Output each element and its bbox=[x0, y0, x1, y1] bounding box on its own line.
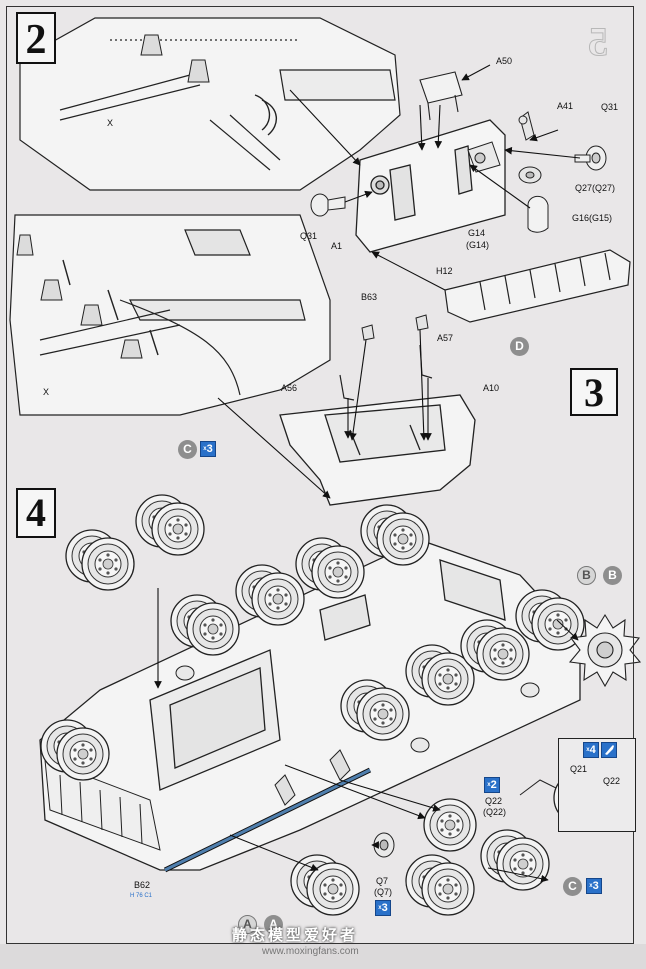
assembly-arrows-step2 bbox=[217, 64, 581, 499]
label-b63: B63 bbox=[361, 292, 378, 302]
hub-q7 bbox=[373, 832, 395, 858]
label-a41: A41 bbox=[557, 101, 574, 111]
label-a1: A1 bbox=[331, 241, 343, 251]
badge-c-top: C bbox=[178, 440, 197, 459]
step-number-4: 4 bbox=[16, 488, 56, 538]
badge-a-outline: A bbox=[238, 915, 257, 934]
step2-hull-upper bbox=[19, 17, 401, 191]
label-g15-paren: (G15) bbox=[589, 213, 613, 223]
step4-hull bbox=[39, 539, 581, 871]
label-q27: Q27(Q27) bbox=[575, 183, 615, 193]
rear-plate-a1 bbox=[355, 119, 506, 253]
badge-b-outline: B bbox=[577, 566, 596, 585]
watermark-site-name: 静态模型爱好者 bbox=[232, 927, 359, 944]
inset-pointer bbox=[519, 779, 561, 796]
step-number-3: 3 bbox=[570, 368, 618, 416]
label-g14-paren: (G14) bbox=[466, 240, 490, 250]
label-x-lower: X bbox=[43, 387, 50, 397]
badge-c-top-count: x3 bbox=[200, 441, 216, 457]
count-value: 3 bbox=[206, 443, 213, 455]
count-value: 2 bbox=[490, 779, 497, 791]
part-a57-a56 bbox=[339, 344, 433, 401]
badge-a-solid: A bbox=[264, 915, 283, 934]
step-number-2: 2 bbox=[16, 12, 56, 64]
label-a50: A50 bbox=[496, 56, 513, 66]
count-prefix: x bbox=[589, 883, 593, 889]
part-a50 bbox=[419, 71, 463, 121]
label-q27-main: Q27 bbox=[575, 183, 593, 193]
badge-inset-count: x4 bbox=[583, 742, 599, 758]
label-g16: G16(G15) bbox=[572, 213, 612, 223]
part-b63 bbox=[361, 314, 429, 341]
torsion-stubs bbox=[274, 749, 351, 806]
label-g14: G14 bbox=[468, 228, 486, 238]
label-q7-paren: (Q7) bbox=[374, 887, 392, 897]
glue-icon bbox=[601, 742, 617, 758]
label-q31-right: Q31 bbox=[601, 102, 619, 112]
badge-q7-count: x3 bbox=[375, 900, 391, 916]
label-x-upper: X bbox=[107, 118, 114, 128]
label-a10: A10 bbox=[483, 383, 500, 393]
assembly-arrows-step4 bbox=[154, 588, 579, 883]
label-g16-main: G16 bbox=[572, 213, 590, 223]
label-q7: Q7 bbox=[376, 876, 389, 886]
count-prefix: x bbox=[487, 782, 491, 788]
suspension-mounts bbox=[16, 34, 210, 359]
badge-c-bottom-count: x3 bbox=[586, 878, 602, 894]
badge-d: D bbox=[510, 337, 529, 356]
label-b62: B62 bbox=[134, 880, 151, 890]
part-g16 bbox=[527, 195, 549, 233]
part-q27 bbox=[518, 166, 542, 184]
badge-c-bottom: C bbox=[563, 877, 582, 896]
label-q31-left: Q31 bbox=[300, 231, 318, 241]
return-rollers bbox=[175, 665, 540, 753]
label-q22-paren: (Q22) bbox=[483, 807, 507, 817]
inset-detail-box bbox=[558, 738, 636, 832]
count-value: 3 bbox=[592, 880, 599, 892]
badge-b-solid: B bbox=[603, 566, 622, 585]
label-q22: Q22 bbox=[485, 796, 503, 806]
step2-hull-lower bbox=[9, 214, 331, 416]
label-q22-inset: Q22 bbox=[603, 776, 621, 786]
count-prefix: x bbox=[203, 446, 207, 452]
label-b62-sub: H 76 C1 bbox=[130, 893, 153, 899]
badge-q22-count: x2 bbox=[484, 777, 500, 793]
part-q31-right bbox=[574, 145, 607, 171]
bump-stops bbox=[62, 94, 277, 356]
count-prefix: x bbox=[378, 905, 382, 911]
label-q21: Q21 bbox=[570, 764, 588, 774]
label-h12: H12 bbox=[436, 266, 453, 276]
watermark-url: www.moxingfans.com bbox=[262, 946, 359, 957]
label-a57: A57 bbox=[437, 333, 454, 343]
watermark-strip bbox=[0, 944, 646, 969]
count-prefix: x bbox=[586, 747, 590, 753]
part-a10 bbox=[279, 394, 476, 506]
label-q27-paren: (Q27) bbox=[592, 183, 616, 193]
part-h12 bbox=[444, 249, 631, 323]
part-a41 bbox=[518, 111, 535, 141]
part-q31-left bbox=[310, 193, 346, 217]
count-value: 4 bbox=[589, 744, 596, 756]
step4-rear-grille bbox=[44, 759, 161, 851]
page-number-stamp: 5 bbox=[588, 19, 609, 65]
label-a56: A56 bbox=[281, 383, 298, 393]
sprocket bbox=[568, 613, 642, 688]
count-value: 3 bbox=[381, 902, 388, 914]
